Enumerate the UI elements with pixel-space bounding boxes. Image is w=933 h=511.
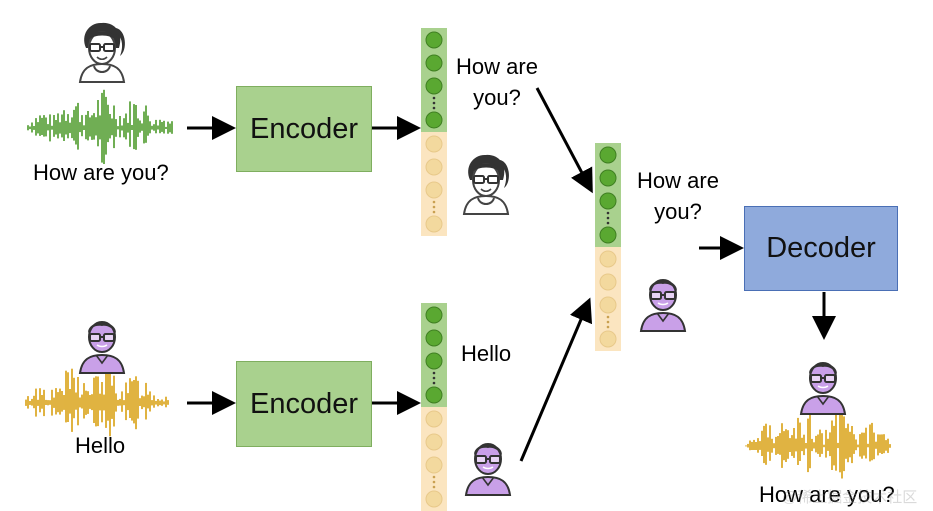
woman-avatar-icon — [463, 153, 510, 215]
embedding-vector-combined — [595, 143, 621, 351]
output-caption: How are you? — [759, 482, 895, 507]
embedding-vector-speaker2 — [421, 303, 447, 511]
bearded-man-avatar-icon — [79, 321, 125, 374]
bearded-man-avatar-icon — [640, 279, 686, 332]
embedding-vector-speaker1 — [421, 28, 447, 236]
bearded-man-avatar-icon — [465, 443, 511, 496]
arrow-content-to-combined — [535, 87, 593, 194]
waveform-icon — [745, 409, 891, 479]
decoder-box: Decoder — [744, 206, 898, 291]
vector1-caption-line1: How are — [456, 54, 538, 79]
woman-avatar-icon — [79, 21, 126, 83]
watermark: @稀土掘金技术社区 — [782, 489, 918, 506]
combined-caption-line1: How are — [637, 168, 719, 193]
encoder-box-bottom: Encoder — [236, 361, 372, 447]
waveform-icon — [27, 89, 173, 164]
arrow-speaker-to-combined — [519, 297, 593, 462]
bearded-man-avatar-icon — [800, 362, 846, 415]
waveform-icon — [25, 365, 169, 437]
speaker1-caption: How are you? — [33, 160, 169, 185]
vector2-caption: Hello — [461, 341, 512, 366]
combined-caption-line2: you? — [654, 199, 702, 224]
speaker2-caption: Hello — [75, 433, 126, 458]
encoder-box-top: Encoder — [236, 86, 372, 172]
vector1-caption-line2: you? — [473, 85, 521, 110]
